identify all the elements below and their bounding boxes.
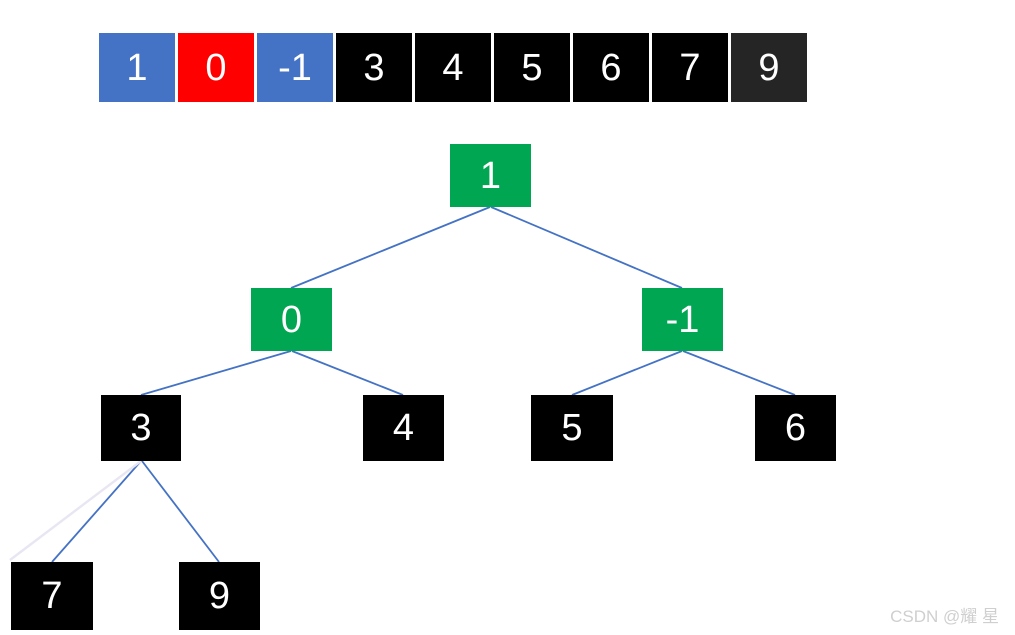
tree-edge-n0-n2	[490, 206, 683, 289]
tree-edge-n1-n4	[291, 350, 404, 396]
tree-node-n2[interactable]: -1	[642, 288, 723, 351]
watermark: CSDN @耀 星	[890, 607, 999, 626]
array-cell-3[interactable]: 3	[336, 33, 412, 102]
tree-node-n4[interactable]: 4	[363, 395, 444, 461]
tree-edge-n2-n6	[682, 350, 796, 396]
tree-edge-n3-n8	[141, 460, 220, 563]
array-cell-5[interactable]: 5	[494, 33, 570, 102]
array-cell-6[interactable]: 6	[573, 33, 649, 102]
tree-node-n0[interactable]: 1	[450, 144, 531, 207]
array-cell-8[interactable]: 9	[731, 33, 807, 102]
tree-node-n1[interactable]: 0	[251, 288, 332, 351]
tree-edge-n3-n7	[51, 460, 142, 563]
array-cell-4[interactable]: 4	[415, 33, 491, 102]
tree-edge-n0-n1	[290, 206, 491, 289]
tree-node-n7[interactable]: 7	[11, 562, 93, 630]
tree-edge-n2-n5	[571, 350, 683, 396]
tree-node-n6[interactable]: 6	[755, 395, 836, 461]
array-cell-7[interactable]: 7	[652, 33, 728, 102]
tree-edge-n3-stray	[9, 460, 142, 561]
array-cell-1[interactable]: 0	[178, 33, 254, 102]
tree-edge-n1-n3	[140, 350, 292, 396]
tree-node-n5[interactable]: 5	[531, 395, 613, 461]
tree-node-n3[interactable]: 3	[101, 395, 181, 461]
array-cell-0[interactable]: 1	[99, 33, 175, 102]
array-cell-2[interactable]: -1	[257, 33, 333, 102]
tree-node-n8[interactable]: 9	[179, 562, 260, 630]
